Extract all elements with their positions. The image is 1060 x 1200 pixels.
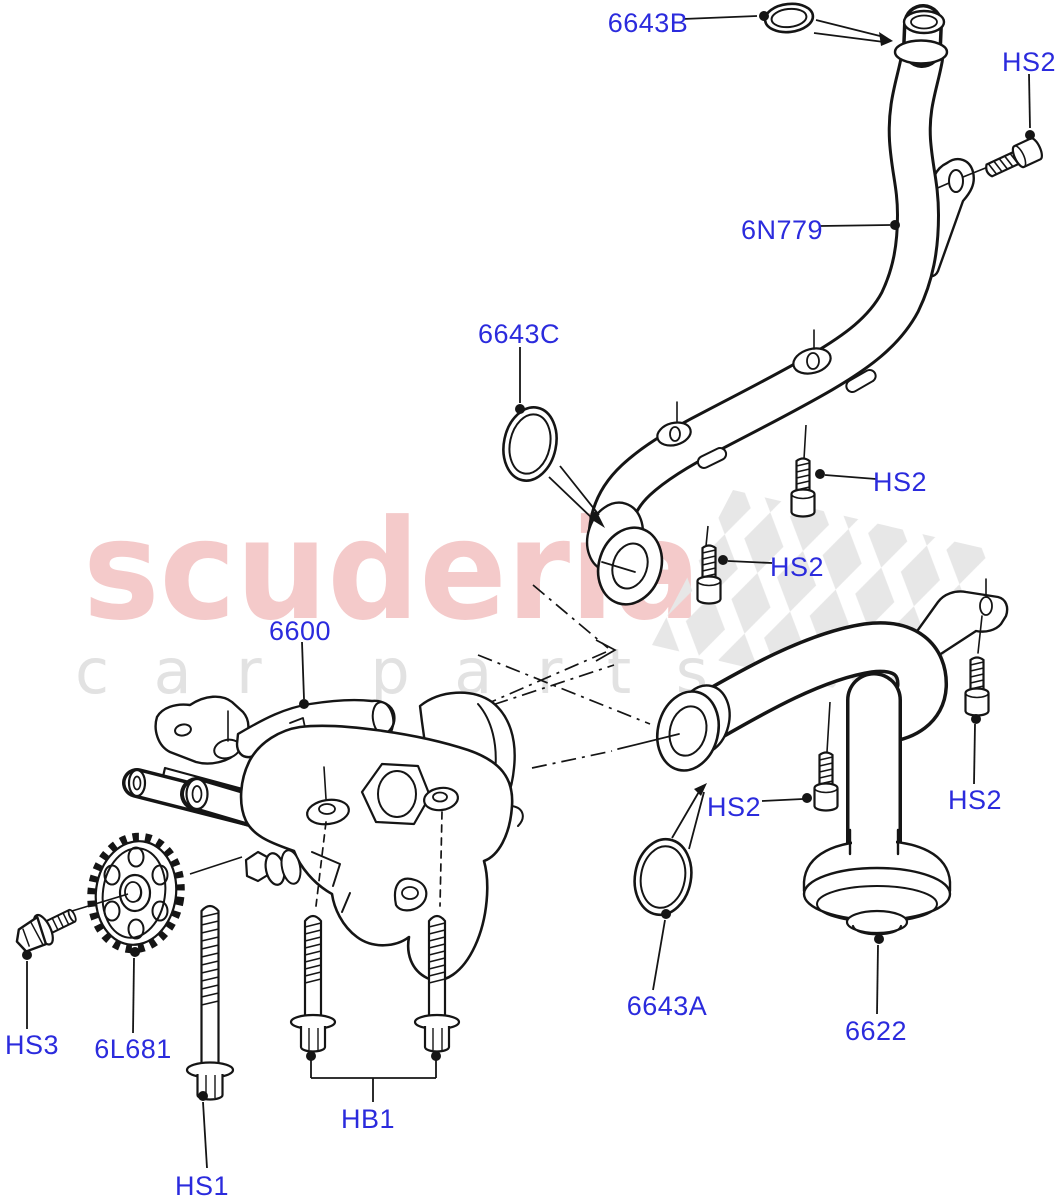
part-label-HS3: HS3 [4,1030,60,1060]
part-label-hs2-right: HS2 [947,785,1003,815]
callout-leaders [26,15,1031,1169]
part-label-6622: 6622 [844,1016,908,1046]
callout-dots [22,11,1035,1101]
pickup-flange [656,690,720,772]
oil-pump-6600 [122,691,524,982]
part-label-hs2-top-right: HS2 [1001,47,1057,77]
part-label-6643C: 6643C [477,319,561,349]
part-label-hs2-upper: HS2 [872,467,928,497]
bolt-HS2-upper [790,457,816,518]
pickup-strainer-bell [802,828,952,936]
bolt-HS2-right [964,656,990,717]
tube-rib [696,447,728,469]
seal-ring-6643A [633,837,693,917]
part-label-6N779: 6N779 [740,215,824,245]
seal-ring-6643C [502,406,558,482]
watermark-tagline-text: car parts [75,635,708,708]
callout-arrowheads [589,32,893,796]
bolt-HB1-left [289,914,337,1053]
tube-mouth [902,9,946,35]
oil-pick-up-tube-6622 [617,578,1009,936]
part-label-hs2-lower: HS2 [706,792,762,822]
seal-ring-6643B [763,2,815,34]
gear-teeth [87,832,185,954]
tube-end-flange [596,526,664,606]
pump-drive-gear-6L681 [71,832,243,954]
part-label-HB1: HB1 [340,1104,396,1134]
tube-collar [893,39,949,65]
bolt-HS1 [185,904,235,1101]
part-label-6643A: 6643A [626,991,708,1021]
bolt-HS3 [15,908,77,953]
bolt-guide-lines [705,424,831,753]
tube-rib [845,369,877,393]
part-label-6643B: 6643B [607,8,689,38]
oil-feed-tube-6N779 [585,4,994,606]
bolt-HS2-lower [813,751,839,812]
part-label-HS1: HS1 [174,1171,230,1200]
part-label-6600: 6600 [268,616,332,646]
tube-mount-tab [792,329,832,375]
part-label-6L681: 6L681 [94,1034,172,1064]
tube-mount-tab [656,401,692,447]
pump-body [239,724,514,982]
part-label-hs2-mid: HS2 [769,552,825,582]
bolt-HS2-top [981,135,1046,184]
